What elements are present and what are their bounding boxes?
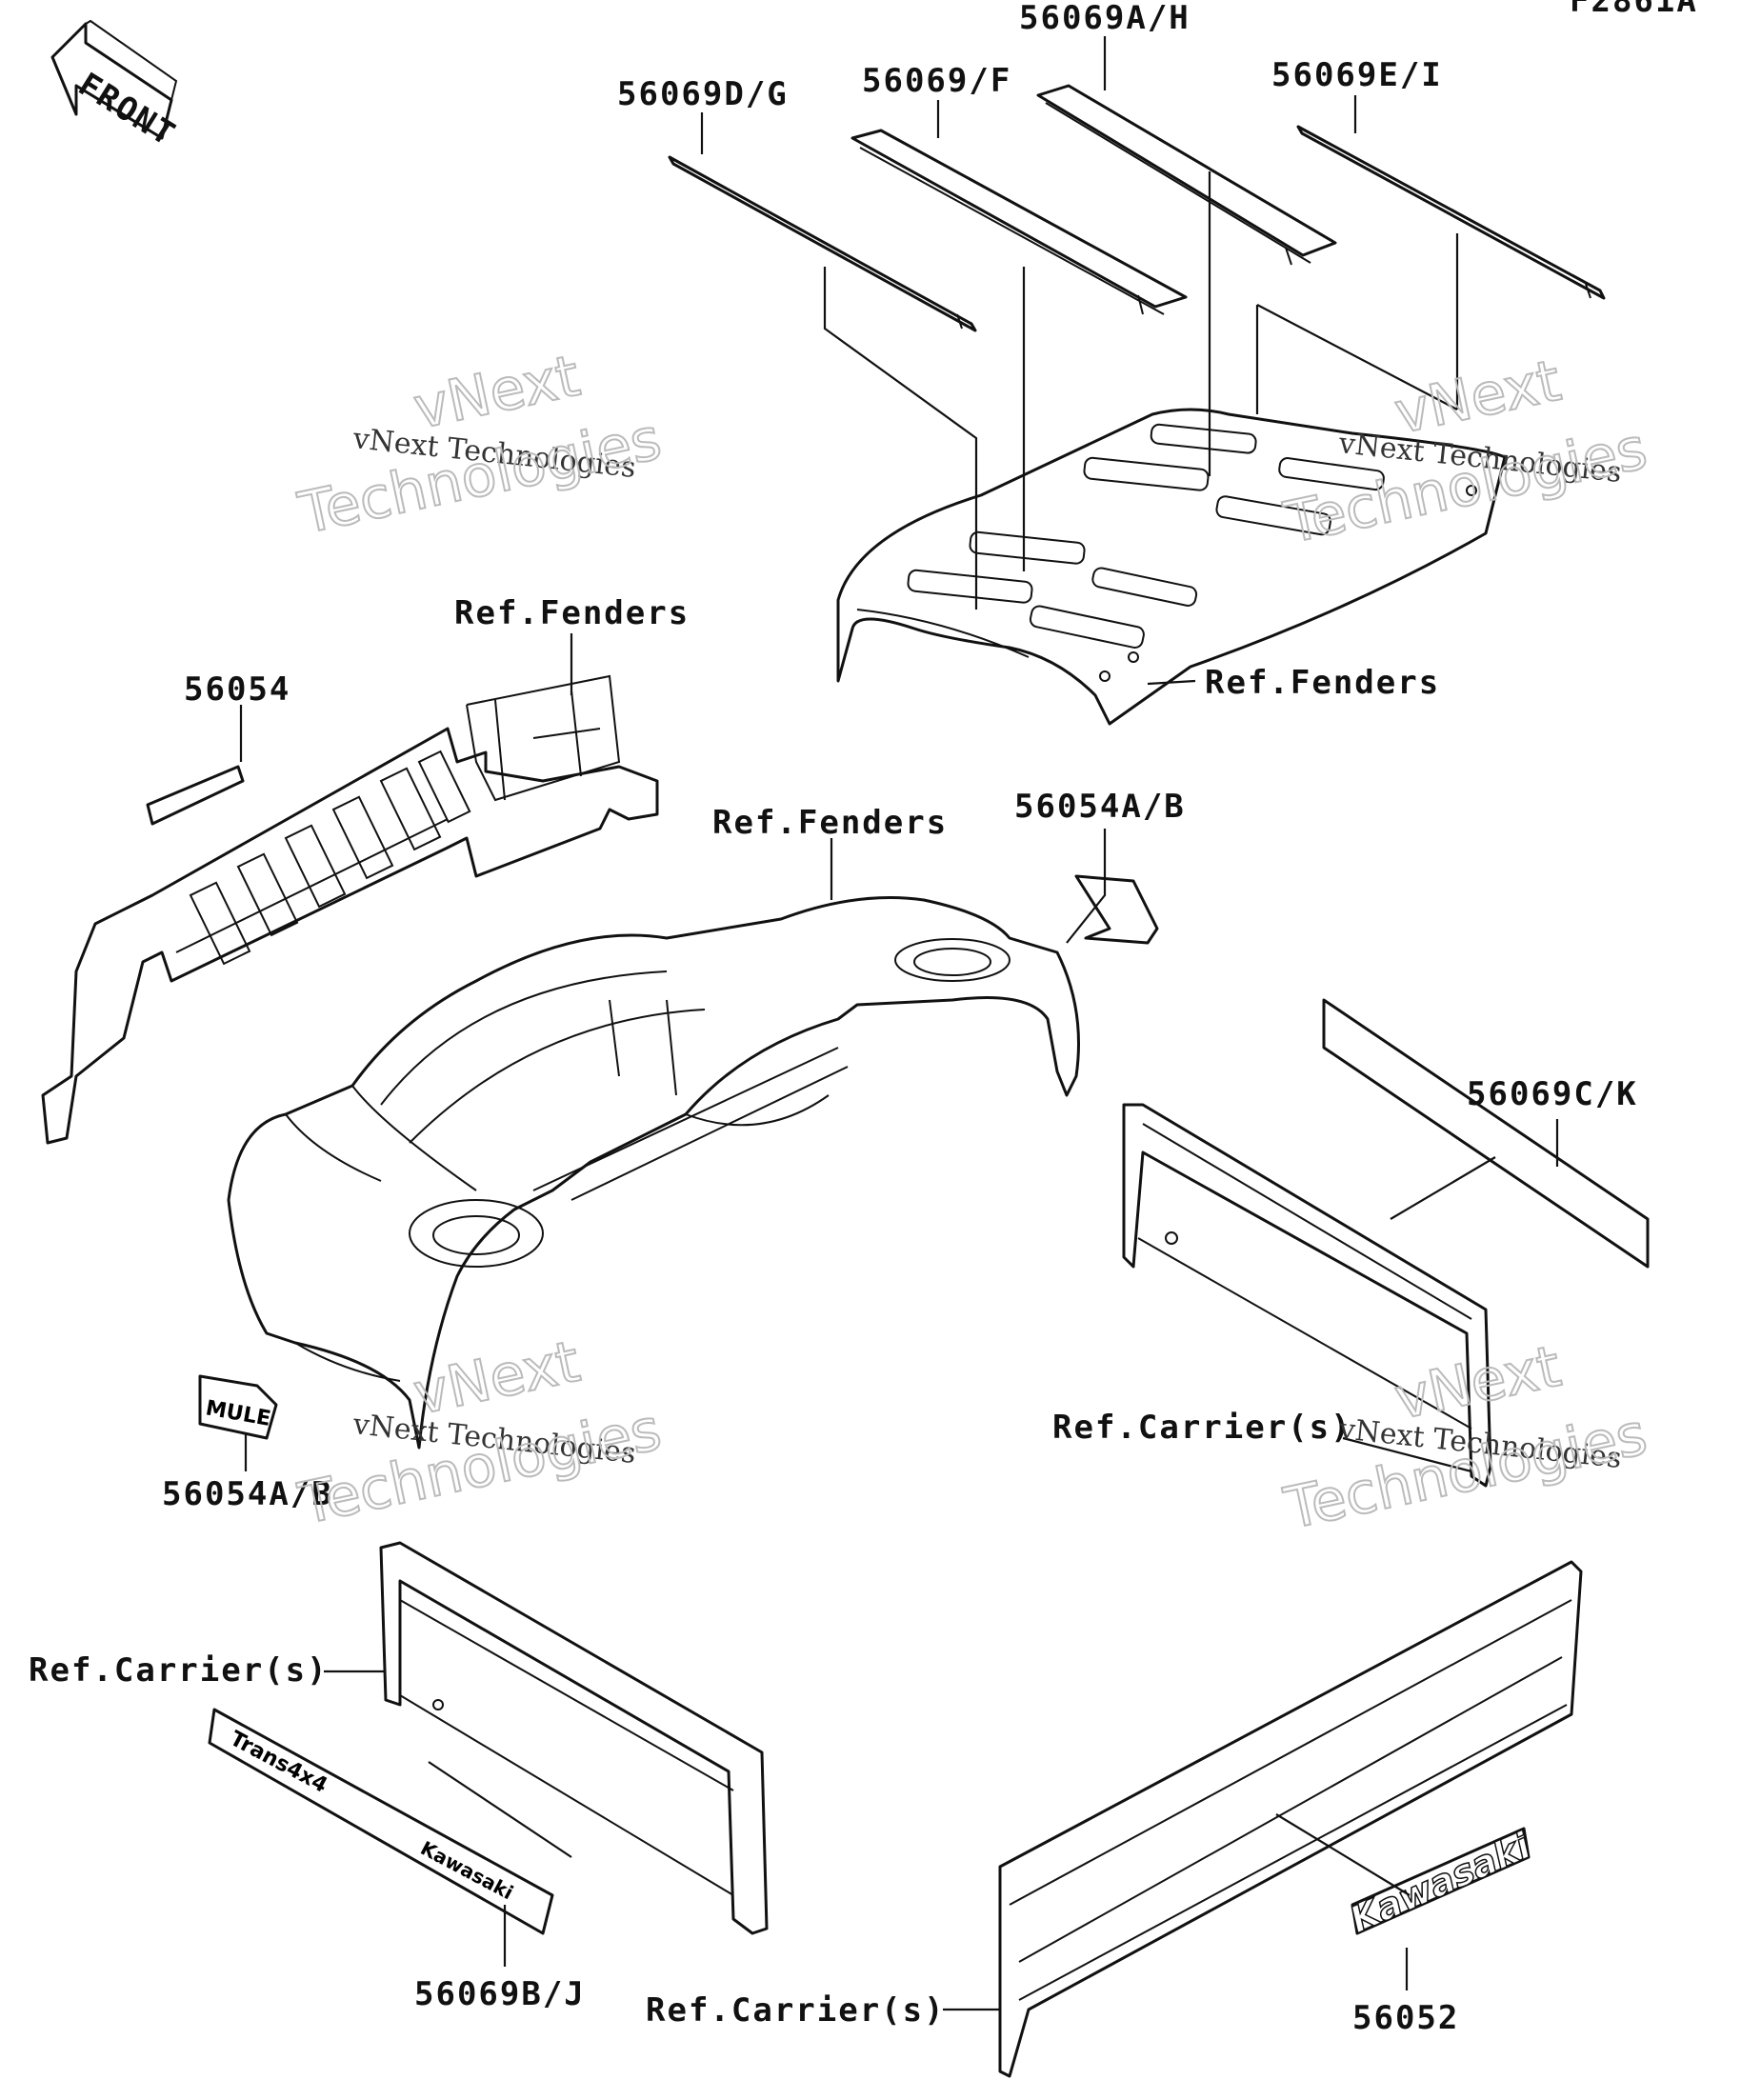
decal-56052: Kawasaki xyxy=(1343,1824,1538,1942)
label-56069BJ: 56069B/J xyxy=(414,1975,586,2013)
front-grille xyxy=(41,674,659,1145)
watermark-large: Technologies xyxy=(293,1396,668,1538)
decal-56054AB-left: MULE xyxy=(198,1374,278,1440)
label-56054AB-left: 56054A/B xyxy=(162,1475,333,1513)
watermark-large: vNext xyxy=(1390,348,1567,448)
leader-lines xyxy=(239,36,1559,2011)
decal-strip-56069F xyxy=(850,129,1188,315)
label-ref-carrier-left: Ref.Carrier(s) xyxy=(29,1651,329,1690)
decal-kawasaki-large-text: Kawasaki xyxy=(1344,1824,1538,1941)
watermark-top-left: vNext Technologies vNext Technologies xyxy=(292,342,669,549)
label-56052: 56052 xyxy=(1352,1999,1459,2037)
decal-56054 xyxy=(146,765,245,826)
side-panel-right xyxy=(1122,1103,1492,1488)
label-ref-fenders-top: Ref.Fenders xyxy=(454,594,690,632)
label-56069DG: 56069D/G xyxy=(617,75,789,113)
decal-56054AB-right xyxy=(1074,874,1159,945)
label-56054: 56054 xyxy=(184,670,290,709)
decal-56069CK xyxy=(1322,998,1650,1269)
label-56069F: 56069/F xyxy=(862,62,1011,100)
carrier-tailgate xyxy=(998,1560,1583,2078)
decal-strip-56069DG xyxy=(668,155,977,332)
label-ref-fenders-right: Ref.Fenders xyxy=(1205,664,1440,702)
carrier-panel-left xyxy=(379,1541,769,1935)
decal-strip-56069EI xyxy=(1296,125,1606,300)
decal-56069BJ: Trans4x4 Kawasaki xyxy=(208,1708,554,1935)
label-ref-carrier-right: Ref.Carrier(s) xyxy=(1052,1409,1352,1447)
label-56054AB-right: 56054A/B xyxy=(1014,788,1186,826)
label-ref-carrier-bottom: Ref.Carrier(s) xyxy=(646,1991,946,2030)
label-ref-fenders-mid: Ref.Fenders xyxy=(712,804,948,842)
roof-fender xyxy=(836,408,1507,726)
label-56069AH: 56069A/H xyxy=(1019,0,1191,37)
label-56069CK: 56069C/K xyxy=(1467,1075,1638,1113)
decal-strip-56069AH xyxy=(1036,84,1337,266)
main-fender xyxy=(227,896,1080,1450)
label-56069EI: 56069E/I xyxy=(1271,56,1443,94)
front-arrow-icon: FRONT xyxy=(50,19,183,154)
figure-code: F2861A xyxy=(1570,0,1698,20)
